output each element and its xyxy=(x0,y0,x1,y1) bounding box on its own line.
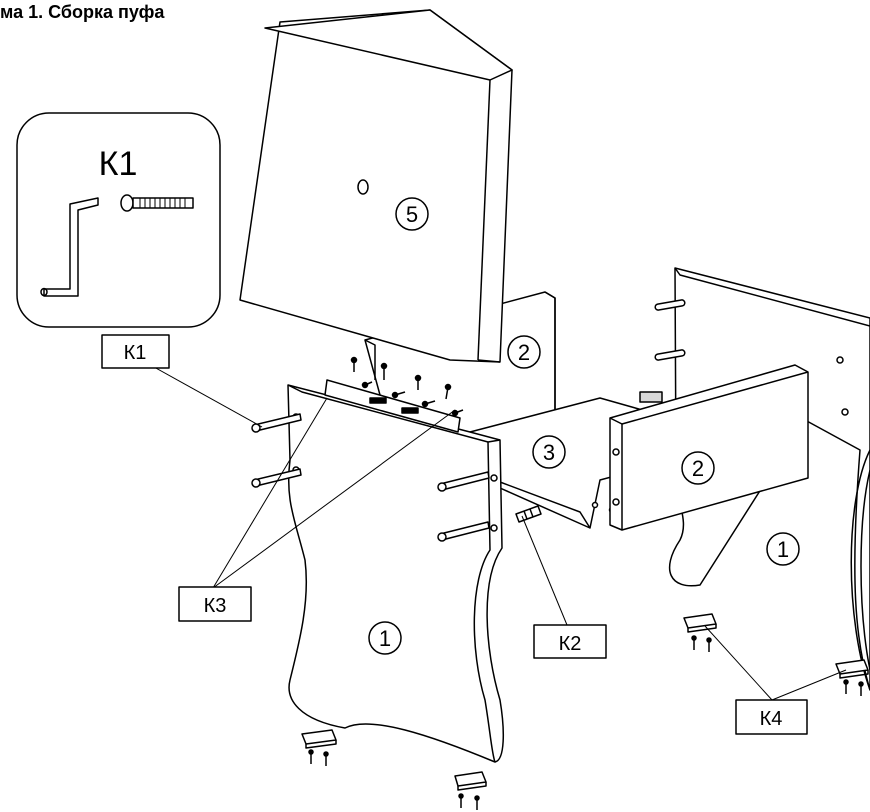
svg-text:3: 3 xyxy=(543,440,555,465)
page-title: ма 1. Сборка пуфа xyxy=(0,2,165,22)
callout-k4: К4 xyxy=(735,699,808,735)
screw xyxy=(350,356,464,417)
dowel xyxy=(654,299,686,361)
svg-text:К1: К1 xyxy=(124,342,147,364)
front-panel xyxy=(609,364,809,531)
cam-bolt-icon xyxy=(120,194,194,212)
inset-k1: К1 xyxy=(16,112,221,328)
part-number-3: 3 xyxy=(532,435,566,469)
callout-k3: К3 xyxy=(178,586,252,622)
svg-text:К1: К1 xyxy=(99,145,138,183)
screw xyxy=(308,635,864,810)
svg-text:К2: К2 xyxy=(559,633,582,655)
callout-k1: К1 xyxy=(101,334,170,369)
svg-text:К4: К4 xyxy=(760,708,783,730)
svg-text:1: 1 xyxy=(379,626,391,651)
side-panel-left xyxy=(287,384,505,763)
part-number-2-front: 2 xyxy=(681,451,715,485)
svg-text:5: 5 xyxy=(406,202,418,227)
leader-lines xyxy=(144,361,847,701)
svg-text:2: 2 xyxy=(518,340,530,365)
svg-text:1: 1 xyxy=(777,537,789,562)
hex-key-icon xyxy=(40,197,99,297)
connector-plate xyxy=(324,379,461,433)
callout-k2: К2 xyxy=(533,624,607,659)
seat-cushion xyxy=(239,9,513,363)
part-number-2-back: 2 xyxy=(507,335,541,369)
dowel-k2 xyxy=(515,505,542,523)
foot-glide xyxy=(301,613,869,791)
svg-text:2: 2 xyxy=(692,456,704,481)
svg-text:К3: К3 xyxy=(204,595,227,617)
cam-bolt xyxy=(251,413,490,542)
part-number-1-left: 1 xyxy=(368,621,402,655)
part-number-5: 5 xyxy=(395,197,429,231)
part-number-1-right: 1 xyxy=(766,532,800,566)
